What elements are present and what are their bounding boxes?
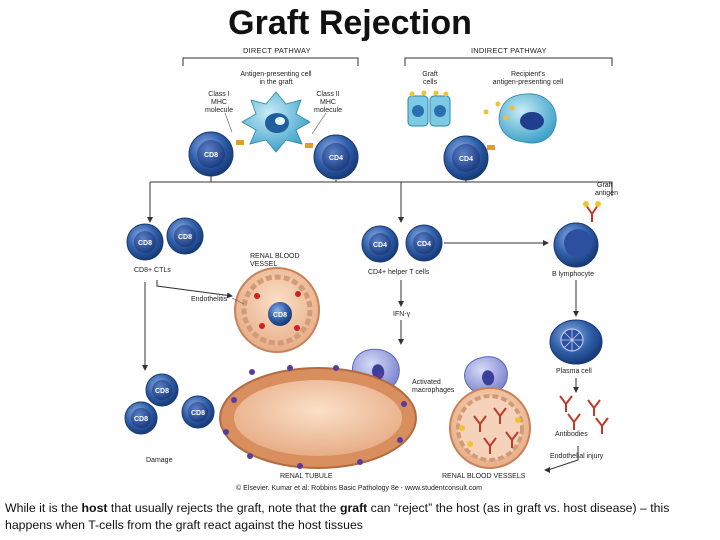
indirect-pathway-header: INDIRECT PATHWAY [404, 46, 613, 66]
cd4-helper-cell-2: CD4 [405, 224, 443, 262]
antibodies-label: Antibodies [555, 431, 588, 438]
svg-text:CD4: CD4 [459, 156, 473, 163]
class1-label-1: Class I [208, 91, 229, 98]
cd8-damage-cell-1: CD8 [145, 373, 179, 407]
class2-label-3: molecule [314, 107, 342, 114]
plasma-label: Plasma cell [556, 368, 592, 375]
direct-pathway-header: DIRECT PATHWAY [182, 46, 359, 66]
svg-text:CD8: CD8 [204, 152, 218, 159]
svg-text:CD4: CD4 [329, 155, 343, 162]
class2-label-2: MHC [320, 99, 336, 106]
vessels-label: RENAL BLOOD VESSELS [442, 473, 526, 480]
ifn-label: IFN-γ [393, 311, 411, 318]
svg-text:CD8: CD8 [178, 234, 192, 241]
macrophages-label-1: Activated [412, 379, 441, 386]
donor-apc-cell [241, 91, 311, 153]
cd8-ctl-cell-2: CD8 [166, 217, 204, 255]
svg-text:CD4: CD4 [373, 242, 387, 249]
recipient-apc-label-2: antigen-presenting cell [493, 79, 564, 86]
endothelial-label: Endothelial injury [550, 453, 604, 460]
endothelitis-label: Endothelitis [191, 296, 228, 303]
plasma-cell [549, 319, 603, 365]
cd8-cell-top: CD8 [188, 131, 234, 177]
graft-antigen-icon [583, 201, 601, 222]
class1-label-3: molecule [205, 107, 233, 114]
antibodies-icon [559, 395, 609, 434]
graft-cells-label-1: Graft [422, 71, 438, 78]
graft-cells-label-2: cells [423, 79, 438, 86]
graft-antigen-label-2: antigen [595, 190, 618, 197]
apc-donor-label-2: in the graft [259, 79, 292, 86]
graft-antigen-label-1: Graft [597, 182, 613, 189]
renal-tubule [219, 365, 417, 469]
mhc-molecule-icon [487, 145, 495, 150]
caption-text: While it is the host that usually reject… [5, 501, 670, 532]
cd4-cell-indirect: CD4 [443, 135, 489, 181]
helper-label: CD4+ helper T cells [368, 269, 430, 276]
mhc-molecule-icon [305, 143, 313, 148]
svg-text:CD8: CD8 [138, 240, 152, 247]
renal-vessel-label-2: VESSEL [250, 261, 277, 268]
tubule-label: RENAL TUBULE [280, 473, 333, 480]
graft-cells [407, 90, 451, 127]
cd4-helper-cell-1: CD4 [361, 225, 399, 263]
copyright-label: © Elsevier. Kumar et al: Robbins Basic P… [236, 484, 482, 492]
b-lymphocyte-cell [553, 222, 599, 268]
svg-text:CD8: CD8 [191, 410, 205, 417]
class2-label-1: Class II [316, 91, 339, 98]
cd8-damage-cell-3: CD8 [181, 395, 215, 429]
svg-text:CD8: CD8 [134, 416, 148, 423]
mhc-molecule-icon [236, 140, 244, 145]
svg-text:DIRECT PATHWAY: DIRECT PATHWAY [243, 46, 311, 55]
damage-label: Damage [146, 457, 173, 464]
recipient-apc-cell [483, 93, 557, 144]
class1-label-2: MHC [211, 99, 227, 106]
svg-text:INDIRECT PATHWAY: INDIRECT PATHWAY [471, 46, 547, 55]
svg-text:CD8: CD8 [273, 312, 287, 319]
renal-blood-vessels [449, 387, 531, 469]
b-lymph-label: B lymphocyte [552, 271, 594, 278]
apc-donor-label-1: Antigen-presenting cell [240, 71, 312, 78]
cd8-ctl-cell-1: CD8 [126, 223, 164, 261]
cd4-cell-top: CD4 [313, 134, 359, 180]
graft-rejection-diagram: DIRECT PATHWAY INDIRECT PATHWAY Antigen-… [124, 46, 618, 492]
svg-text:CD8: CD8 [155, 388, 169, 395]
macrophage-2 [464, 356, 508, 395]
cd8-damage-cell-2: CD8 [124, 401, 158, 435]
page-title: Graft Rejection [228, 4, 472, 42]
renal-vessel-label-1: RENAL BLOOD [250, 253, 300, 260]
macrophages-label-2: macrophages [412, 387, 455, 394]
renal-blood-vessel: CD8 [234, 267, 320, 353]
ctls-label: CD8+ CTLs [134, 267, 171, 274]
svg-text:CD4: CD4 [417, 241, 431, 248]
recipient-apc-label-1: Recipient's [511, 71, 546, 78]
